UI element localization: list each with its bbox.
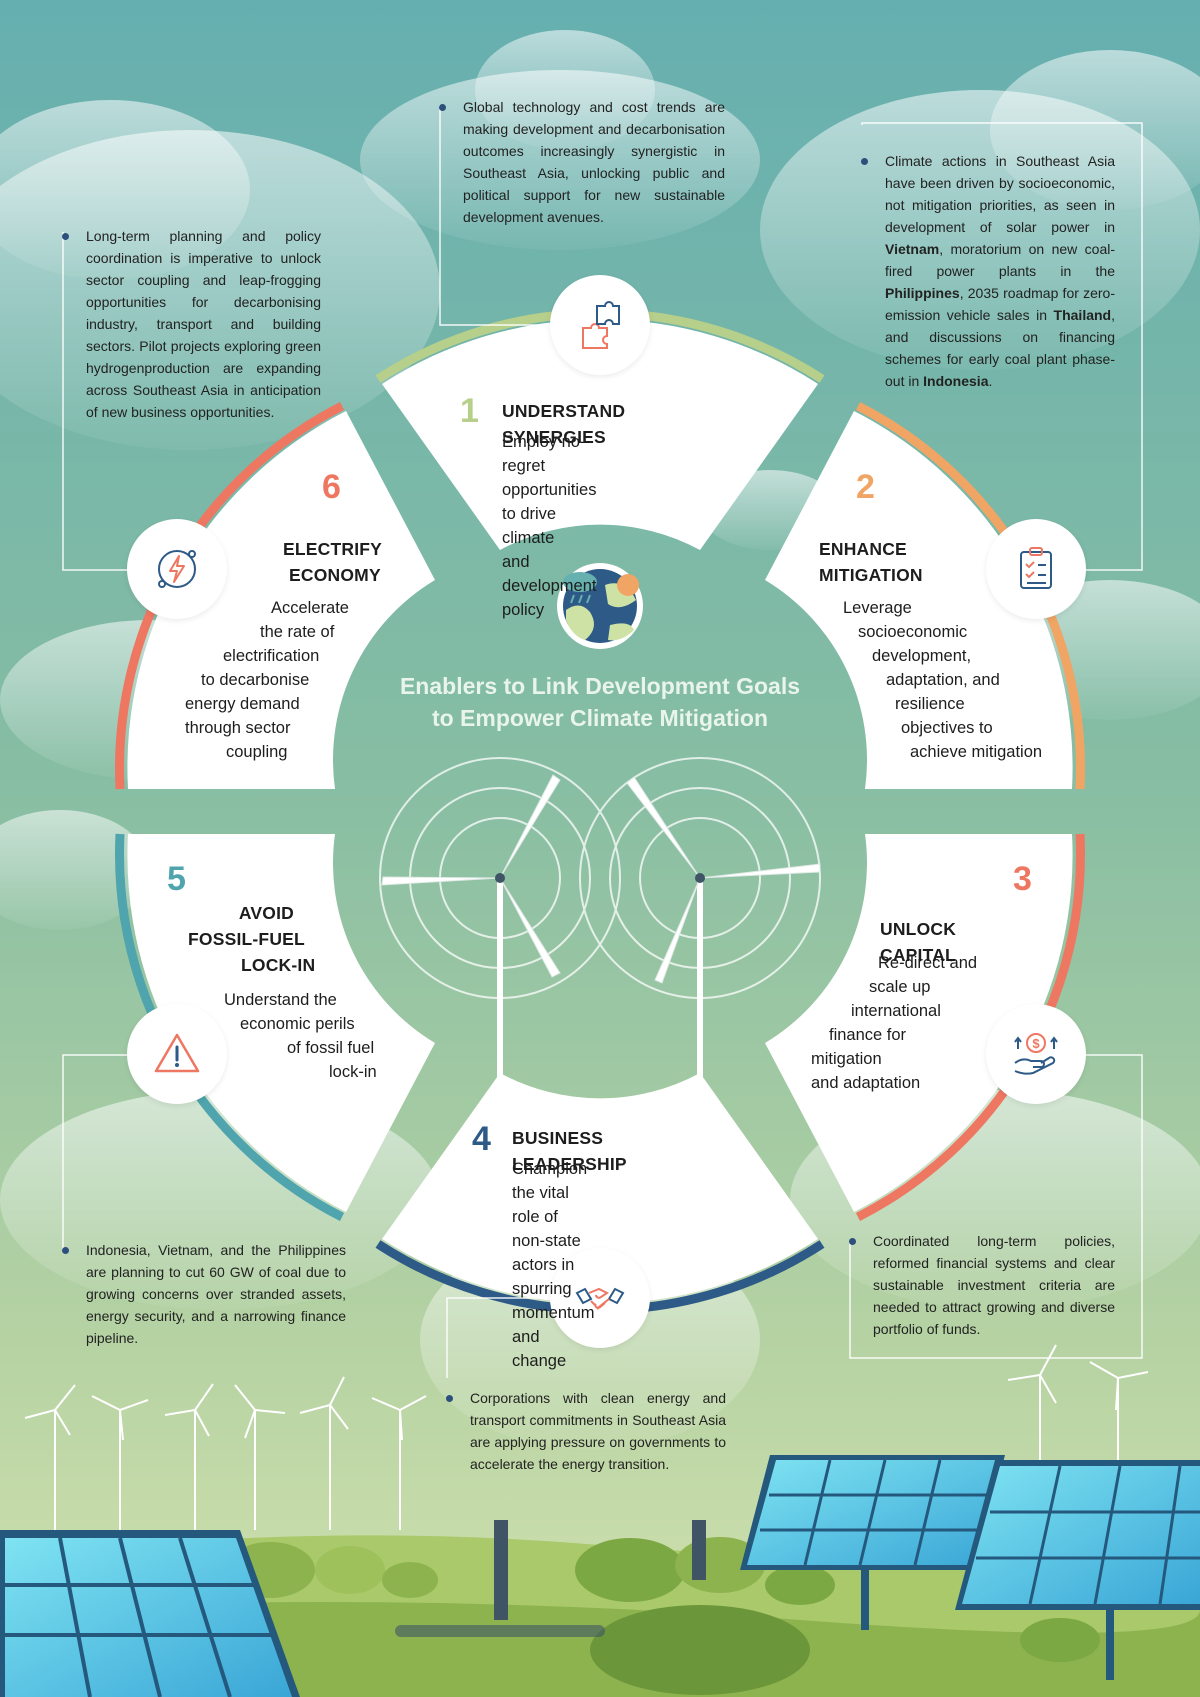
country-name: Philippines (885, 285, 960, 301)
enabler-5-title: AVOID (238, 903, 294, 923)
country-name: Vietnam (885, 241, 940, 257)
icon-circle-enhance-mitigation (986, 519, 1086, 619)
country-name: Indonesia (923, 373, 989, 389)
earth-weather-icon (557, 563, 643, 649)
note-unlock-capital: Coordinated long-term policies, reformed… (849, 1230, 1115, 1340)
icon-circle-unlock-capital: $ (986, 1004, 1086, 1104)
note-electrify-economy: Long-term planning and policy coordinati… (62, 225, 321, 423)
solar-panels (0, 1455, 1200, 1697)
enabler-6-number: 6 (322, 468, 341, 506)
enabler-5-number: 5 (167, 860, 186, 898)
note-text: . (988, 373, 993, 389)
enabler-4-number: 4 (472, 1120, 491, 1158)
hand-money-icon: $ (1014, 1033, 1058, 1075)
enabler-1-body: Employ no-regret opportunities to drive … (502, 433, 597, 619)
note-text: , and discussions on financing schemes f… (885, 307, 1115, 389)
icon-circle-understand-synergies (550, 275, 650, 375)
ring-segments (127, 319, 1073, 1304)
enabler-1-title: UNDERSTAND SYNERGIES (502, 401, 626, 447)
icon-circle-business-leadership (550, 1248, 650, 1348)
enabler-3-number: 3 (1013, 860, 1032, 898)
note-business-leadership: Corporations with clean energy and trans… (446, 1387, 726, 1475)
note-text: Climate actions in Southeast Asia have b… (885, 153, 1115, 235)
country-name: Thailand (1053, 307, 1112, 323)
enabler-3-title: UNLOCK CAPITAL (880, 919, 957, 965)
lightning-circle-icon (158, 550, 196, 588)
puzzle-icon (582, 301, 620, 349)
enabler-2-title: ENHANCE MITIGATION (819, 539, 923, 585)
enabler-4-title: BUSINESS LEADERSHIP (512, 1128, 627, 1174)
infographic-title: Enablers to Link Development Goals to Em… (399, 673, 801, 731)
note-enhance-mitigation: Climate actions in Southeast Asia have b… (861, 150, 1115, 392)
distant-wind-turbines (24, 1344, 1149, 1530)
enabler-1-number: 1 (460, 392, 479, 430)
icon-circle-electrify-economy (127, 519, 227, 619)
note-understand-synergies: Global technology and cost trends are ma… (439, 96, 725, 228)
warning-triangle-icon (154, 1033, 200, 1073)
note-text: , moratorium on new coal-fired power pla… (885, 241, 1115, 279)
connector-lines (62, 105, 1143, 1378)
svg-text:$: $ (1032, 1036, 1040, 1051)
note-avoid-fossil-fuel-lock-in: Indonesia, Vietnam, and the Philippines … (62, 1239, 346, 1349)
note-text: , 2035 roadmap for zero-emission vehicle… (885, 285, 1115, 323)
clipboard-checklist-icon (1020, 547, 1052, 589)
handshake-icon (575, 1287, 625, 1310)
enabler-2-number: 2 (856, 468, 875, 506)
icon-circle-avoid-fossil-fuel-lock-in (127, 1004, 227, 1104)
enabler-4-body: Champion the vital role of non-state act… (512, 1160, 595, 1370)
